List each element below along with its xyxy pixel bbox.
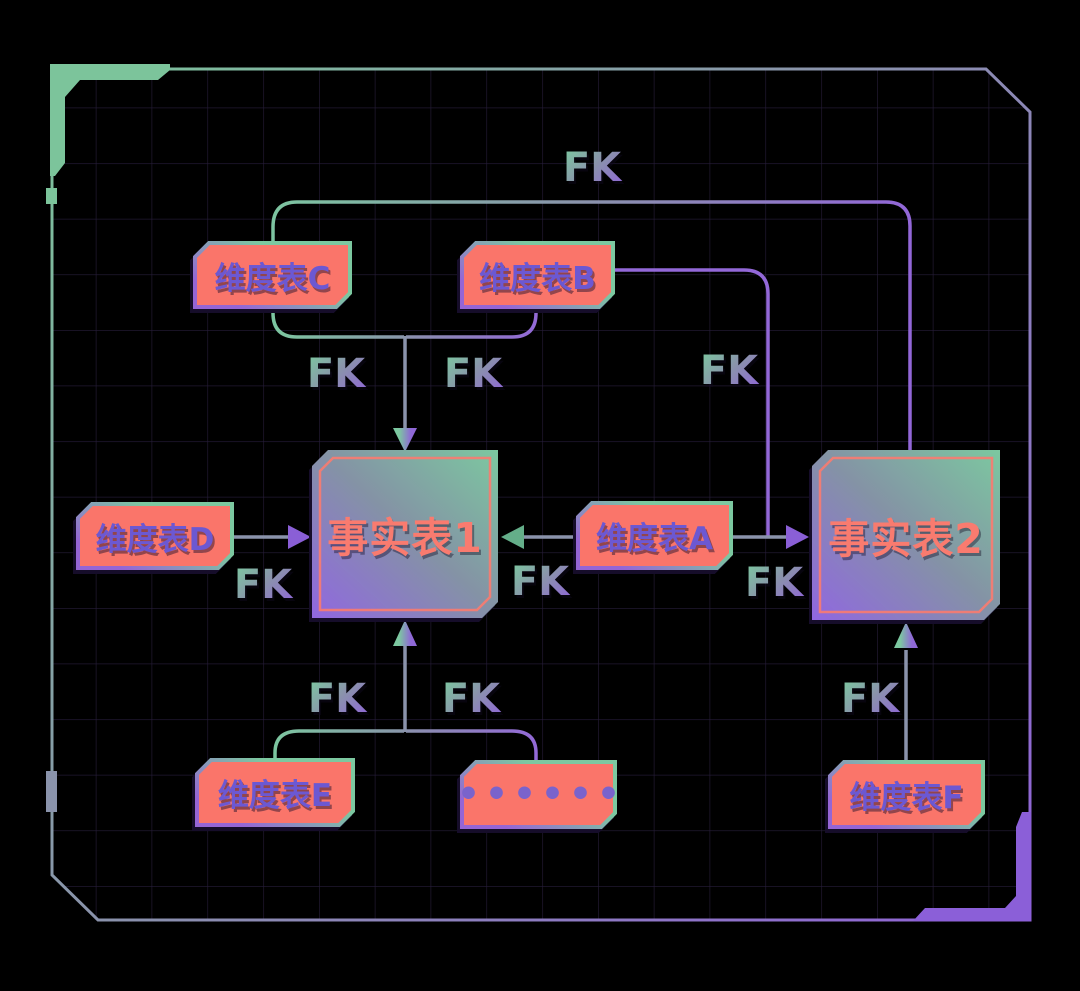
connector-lines <box>232 200 912 762</box>
fact-table-2-inner-border <box>818 456 994 614</box>
dim-table-ellipsis-label: •••••• <box>456 774 626 815</box>
edge-dimC-fact2 <box>271 200 912 452</box>
fact-table-1-label: 事实表1 <box>327 514 483 562</box>
arrowhead-up-fact1 <box>393 620 417 646</box>
frame-notch-slate <box>46 771 57 812</box>
dim-table-d-shape <box>76 502 234 570</box>
fact-table-2-label: 事实表2 <box>828 515 984 563</box>
fk-label-dimOther-fact1: FK <box>431 676 511 722</box>
arrowhead-down-fact1 <box>393 428 417 452</box>
dim-table-ellipsis-shape <box>460 760 617 829</box>
arrowhead-up-fact2 <box>894 622 918 648</box>
fk-label-dimD-fact1: FK <box>223 562 303 608</box>
fk-label-dimC-fact1: FK <box>296 351 376 397</box>
fk-label-dimB-fact1: FK <box>433 351 513 397</box>
fk-label-dimA-fact1: FK <box>500 559 580 605</box>
dim-table-a-label: 维度表A <box>596 521 713 557</box>
dim-table-f-shape <box>828 760 985 829</box>
fact-table-2-shape <box>812 450 1000 620</box>
dim-table-e-shape <box>195 758 355 827</box>
corner-accent-top-left <box>50 64 170 176</box>
arrowhead-dimD <box>288 525 311 549</box>
dim-table-e-label: 维度表E <box>217 778 333 814</box>
dim-table-d-label: 维度表D <box>95 521 215 558</box>
edge-dimE-fact1 <box>273 729 404 760</box>
fk-label-dimE-fact1: FK <box>297 676 377 722</box>
dim-table-f-label: 维度表F <box>849 780 964 816</box>
dim-table-a-shape <box>576 501 733 570</box>
corner-accent-bottom-right <box>913 812 1031 921</box>
edge-dimB-fact2 <box>613 268 770 536</box>
edge-dimC-fact1 <box>271 307 404 339</box>
edge-dimOther-fact1 <box>406 729 538 762</box>
dim-table-c-shape <box>193 241 352 309</box>
edge-dimB-fact1 <box>406 307 538 339</box>
arrowhead-dimA-left <box>501 525 524 549</box>
fk-label-dimC-fact2: FK <box>552 145 632 191</box>
dim-table-c-label: 维度表C <box>214 260 331 297</box>
dim-table-b-label: 维度表B <box>479 260 596 297</box>
table-shapes <box>76 241 1000 829</box>
fact-table-1-shape <box>312 450 498 618</box>
dim-table-b-shape <box>460 241 615 309</box>
fk-label-dimA-fact2: FK <box>734 560 814 606</box>
arrowhead-dimA-right <box>786 525 809 549</box>
fact-table-1-inner-border <box>318 456 492 612</box>
fk-label-dimB-fact2: FK <box>689 348 769 394</box>
frame-notch-green <box>46 188 57 204</box>
fk-label-dimF-fact2: FK <box>830 676 910 722</box>
